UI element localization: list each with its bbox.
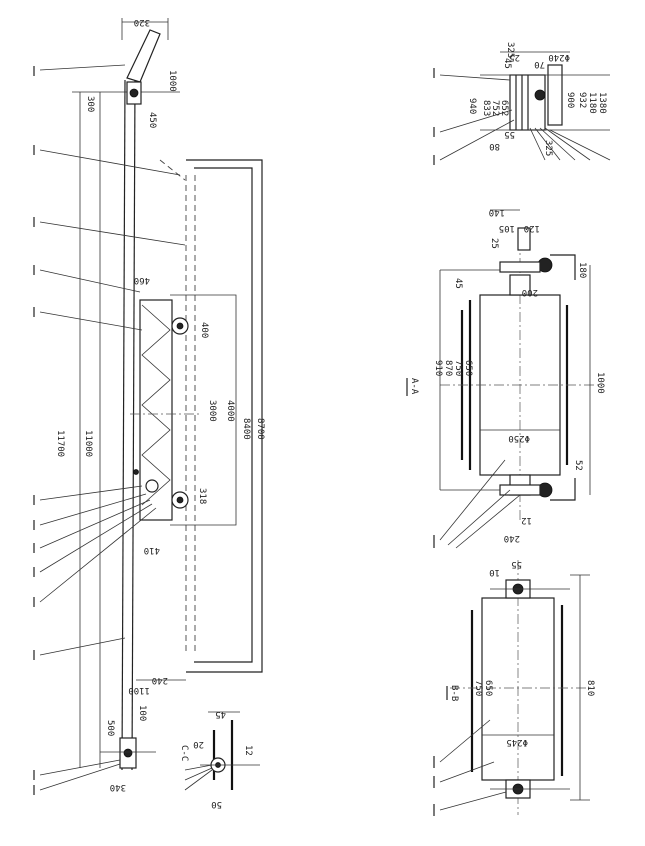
head-pulley-detail: 325 45 25 70 Φ240 940 833 752 652 55 80 … — [433, 42, 611, 165]
top-dim-55: 55 — [504, 129, 515, 139]
section-bb-label: B-B — [449, 685, 459, 701]
conveyor-long-view: 320 1000 300 450 460 400 3000 — [33, 17, 265, 795]
top-dim-900: 900 — [565, 92, 575, 108]
aa-dim-200: 200 — [522, 287, 538, 297]
top-dim-1180: 1180 — [587, 92, 597, 114]
top-dim-652: 652 — [499, 100, 509, 116]
aa-dim-52: 52 — [573, 460, 583, 471]
top-dim-325: 325 — [505, 42, 515, 58]
detail-dim-12: 12 — [243, 745, 253, 756]
dim-100: 100 — [137, 705, 147, 721]
top-dim-80: 80 — [489, 141, 500, 151]
dim-450: 450 — [147, 112, 157, 128]
bb-dim-650: 650 — [483, 680, 493, 696]
bb-dim-750: 750 — [473, 680, 483, 696]
aa-dim-12: 12 — [521, 515, 532, 525]
section-aa: A-A 140 105 120 25 45 200 910 870 750 65… — [406, 207, 605, 549]
aa-dim-910: 910 — [433, 360, 443, 376]
aa-dim-750: 750 — [453, 360, 463, 376]
detail-dim-45: 45 — [215, 709, 226, 719]
aa-dim-45: 45 — [453, 278, 463, 289]
dim-3000: 3000 — [207, 400, 217, 422]
dim-320: 320 — [134, 17, 150, 27]
aa-dim-650: 650 — [463, 360, 473, 376]
top-dim-45: 45 — [502, 58, 512, 69]
dim-400: 400 — [199, 322, 209, 338]
aa-dim-105: 105 — [499, 223, 515, 233]
dim-300: 300 — [85, 96, 95, 112]
top-dim-25: 25 — [509, 52, 520, 62]
dim-8700: 8700 — [255, 418, 265, 440]
detail-dim-20: 20 — [193, 739, 204, 749]
detail-dim-50: 50 — [211, 799, 222, 809]
section-aa-label: A-A — [409, 378, 419, 395]
aa-dim-phi: Φ250 — [508, 433, 530, 443]
top-dim-940: 940 — [467, 98, 477, 114]
section-cc-label: C-C — [179, 745, 189, 761]
dim-410: 410 — [144, 545, 160, 555]
bb-dim-phi: Φ245 — [506, 737, 528, 747]
top-dim-1380: 1380 — [597, 92, 607, 114]
dim-11700: 11700 — [55, 430, 65, 457]
detail-section-cc: C-C 45 20 12 50 — [179, 709, 260, 809]
dim-318: 318 — [197, 488, 207, 504]
section-bb: B-B 55 10 750 650 810 Φ245 — [433, 559, 595, 816]
top-dim-phi240: Φ240 — [548, 52, 570, 62]
dim-1100: 1100 — [128, 685, 150, 695]
bb-dim-55: 55 — [511, 559, 522, 569]
dim-500: 500 — [105, 720, 115, 736]
dim-340: 340 — [110, 782, 126, 792]
bb-dim-10: 10 — [489, 567, 500, 577]
top-dim-932: 932 — [577, 92, 587, 108]
dim-11000: 11000 — [83, 430, 93, 457]
aa-dim-140: 140 — [489, 207, 505, 217]
aa-dim-1000: 1000 — [595, 372, 605, 394]
aa-dim-120: 120 — [524, 223, 540, 233]
dim-1000: 1000 — [167, 70, 177, 92]
bb-dim-810: 810 — [585, 680, 595, 696]
aa-dim-870: 870 — [443, 360, 453, 376]
aa-dim-240: 240 — [504, 533, 520, 543]
top-dim-70: 70 — [534, 59, 545, 69]
top-dim-833: 833 — [481, 100, 491, 116]
top-dim-752: 752 — [490, 100, 500, 116]
dim-4000: 4000 — [225, 400, 235, 422]
aa-dim-25: 25 — [489, 238, 499, 249]
dim-460: 460 — [134, 275, 150, 285]
dim-8400: 8400 — [241, 418, 251, 440]
aa-dim-180: 180 — [577, 262, 587, 278]
top-dim-325b: 325 — [543, 140, 553, 156]
dim-240: 240 — [152, 675, 168, 685]
